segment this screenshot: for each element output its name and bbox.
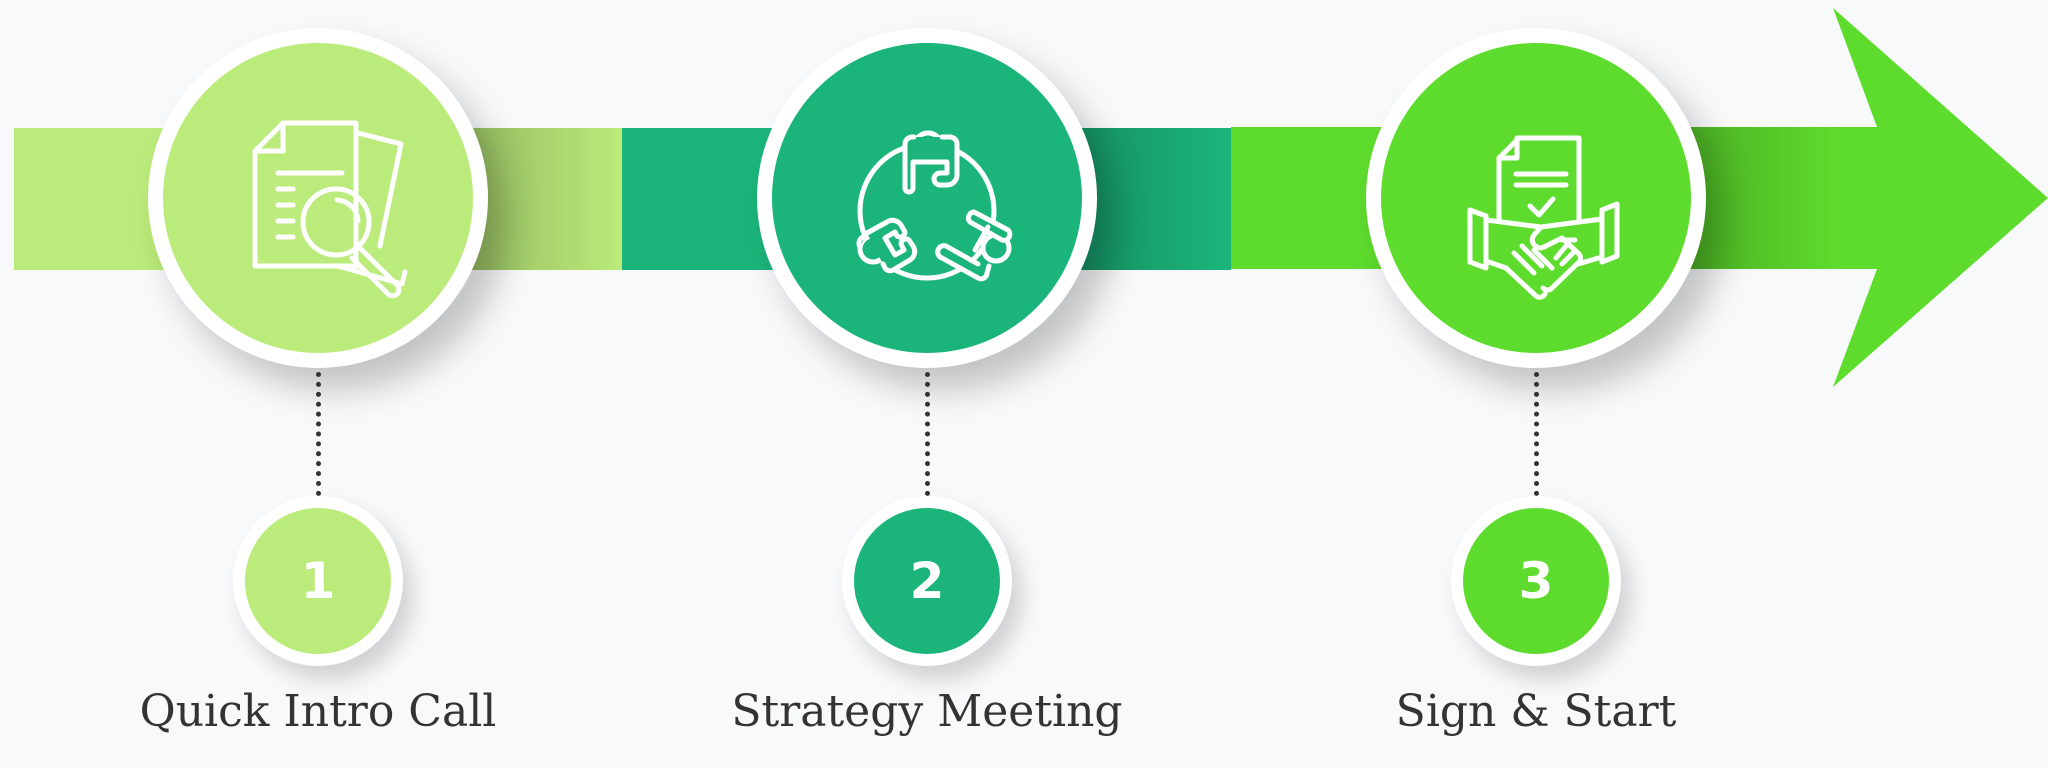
segment-shadow: [1078, 128, 1228, 270]
step-2-number: 2: [909, 552, 945, 610]
step-1-label: Quick Intro Call: [139, 686, 497, 737]
step-3-number: 3: [1518, 552, 1554, 610]
team-meeting-icon: [856, 130, 1013, 282]
segment-shadow: [1688, 127, 1838, 269]
step-1-icon-circle: [148, 28, 488, 368]
step-3-connector: [1534, 372, 1539, 496]
step-2-label: Strategy Meeting: [731, 686, 1123, 737]
document-search-icon: [252, 120, 408, 299]
contract-handshake-icon: [1467, 135, 1620, 300]
segment-shadow: [470, 128, 620, 270]
step-3-label: Sign & Start: [1395, 686, 1677, 737]
step-2-number-badge: 2: [842, 496, 1012, 666]
step-1-number-badge: 1: [233, 496, 403, 666]
step-3-icon-circle: [1366, 28, 1706, 368]
step-3-number-badge: 3: [1451, 496, 1621, 666]
step-1-number: 1: [300, 552, 336, 610]
step-1-connector: [316, 372, 321, 496]
step-2-icon-circle: [757, 28, 1097, 368]
step-2-connector: [925, 372, 930, 496]
